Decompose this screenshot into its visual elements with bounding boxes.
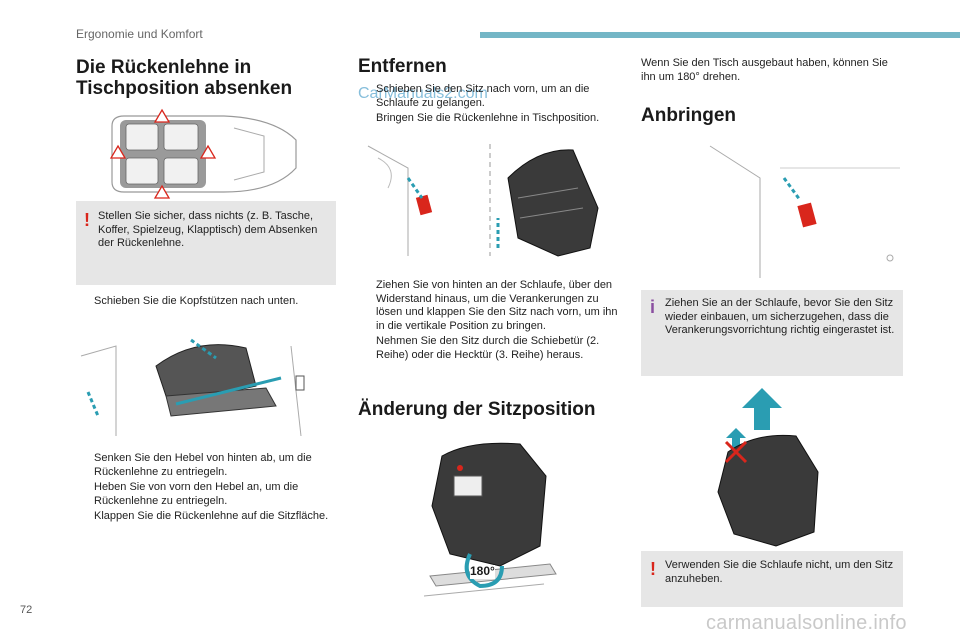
steps-lower-lever: Senken Sie den Hebel von hinten ab, um d… — [94, 452, 329, 522]
rotation-label: 180° — [470, 564, 495, 579]
seat-loop-illustration — [367, 144, 599, 257]
title-change-position: Änderung der Sitzposition — [358, 399, 596, 420]
header-accent-bar — [480, 32, 960, 38]
warning-box-left: ! Stellen Sie sicher, dass nichts (z. B.… — [76, 201, 336, 285]
seat-lift-illustration — [717, 388, 819, 547]
top-watermark: CarManuals2.com — [358, 85, 488, 102]
section-header: Ergonomie und Komfort — [76, 27, 203, 41]
rotate-intro: Wenn Sie den Tisch ausgebaut haben, könn… — [641, 57, 888, 83]
warning-text: Stellen Sie sicher, dass nichts (z. B. T… — [98, 210, 318, 249]
footer-watermark: carmanualsonline.info — [706, 612, 907, 634]
title-backrest-table-position: Die Rückenlehne in Tischposition absenke… — [76, 57, 293, 99]
info-text: Ziehen Sie an der Schlaufe, bevor Sie de… — [665, 297, 895, 336]
warning-box-right: ! Verwenden Sie die Schlaufe nicht, um d… — [641, 551, 903, 607]
seat-rotation-illustration — [423, 442, 557, 597]
steps-remove-2: Ziehen Sie von hinten an der Schlaufe, ü… — [376, 279, 618, 361]
seat-lever-illustration — [80, 338, 305, 437]
title-remove: Entfernen — [358, 56, 447, 77]
info-box-right: i Ziehen Sie an der Schlaufe, bevor Sie … — [641, 290, 903, 376]
warning-icon: ! — [650, 559, 656, 579]
warning-text-lift: Verwenden Sie die Schlaufe nicht, um den… — [665, 559, 894, 585]
step-headrests: Schieben Sie die Kopfstützen nach unten. — [94, 295, 299, 307]
title-install: Anbringen — [641, 105, 736, 126]
install-loop-illustration — [709, 145, 900, 278]
warning-icon: ! — [84, 210, 90, 230]
steps-remove-1: Schieben Sie den Sitz nach vorn, um an d… — [376, 83, 600, 124]
car-seats-topview-illustration — [109, 108, 297, 199]
page-number: 72 — [20, 604, 33, 616]
info-icon: i — [650, 297, 656, 317]
